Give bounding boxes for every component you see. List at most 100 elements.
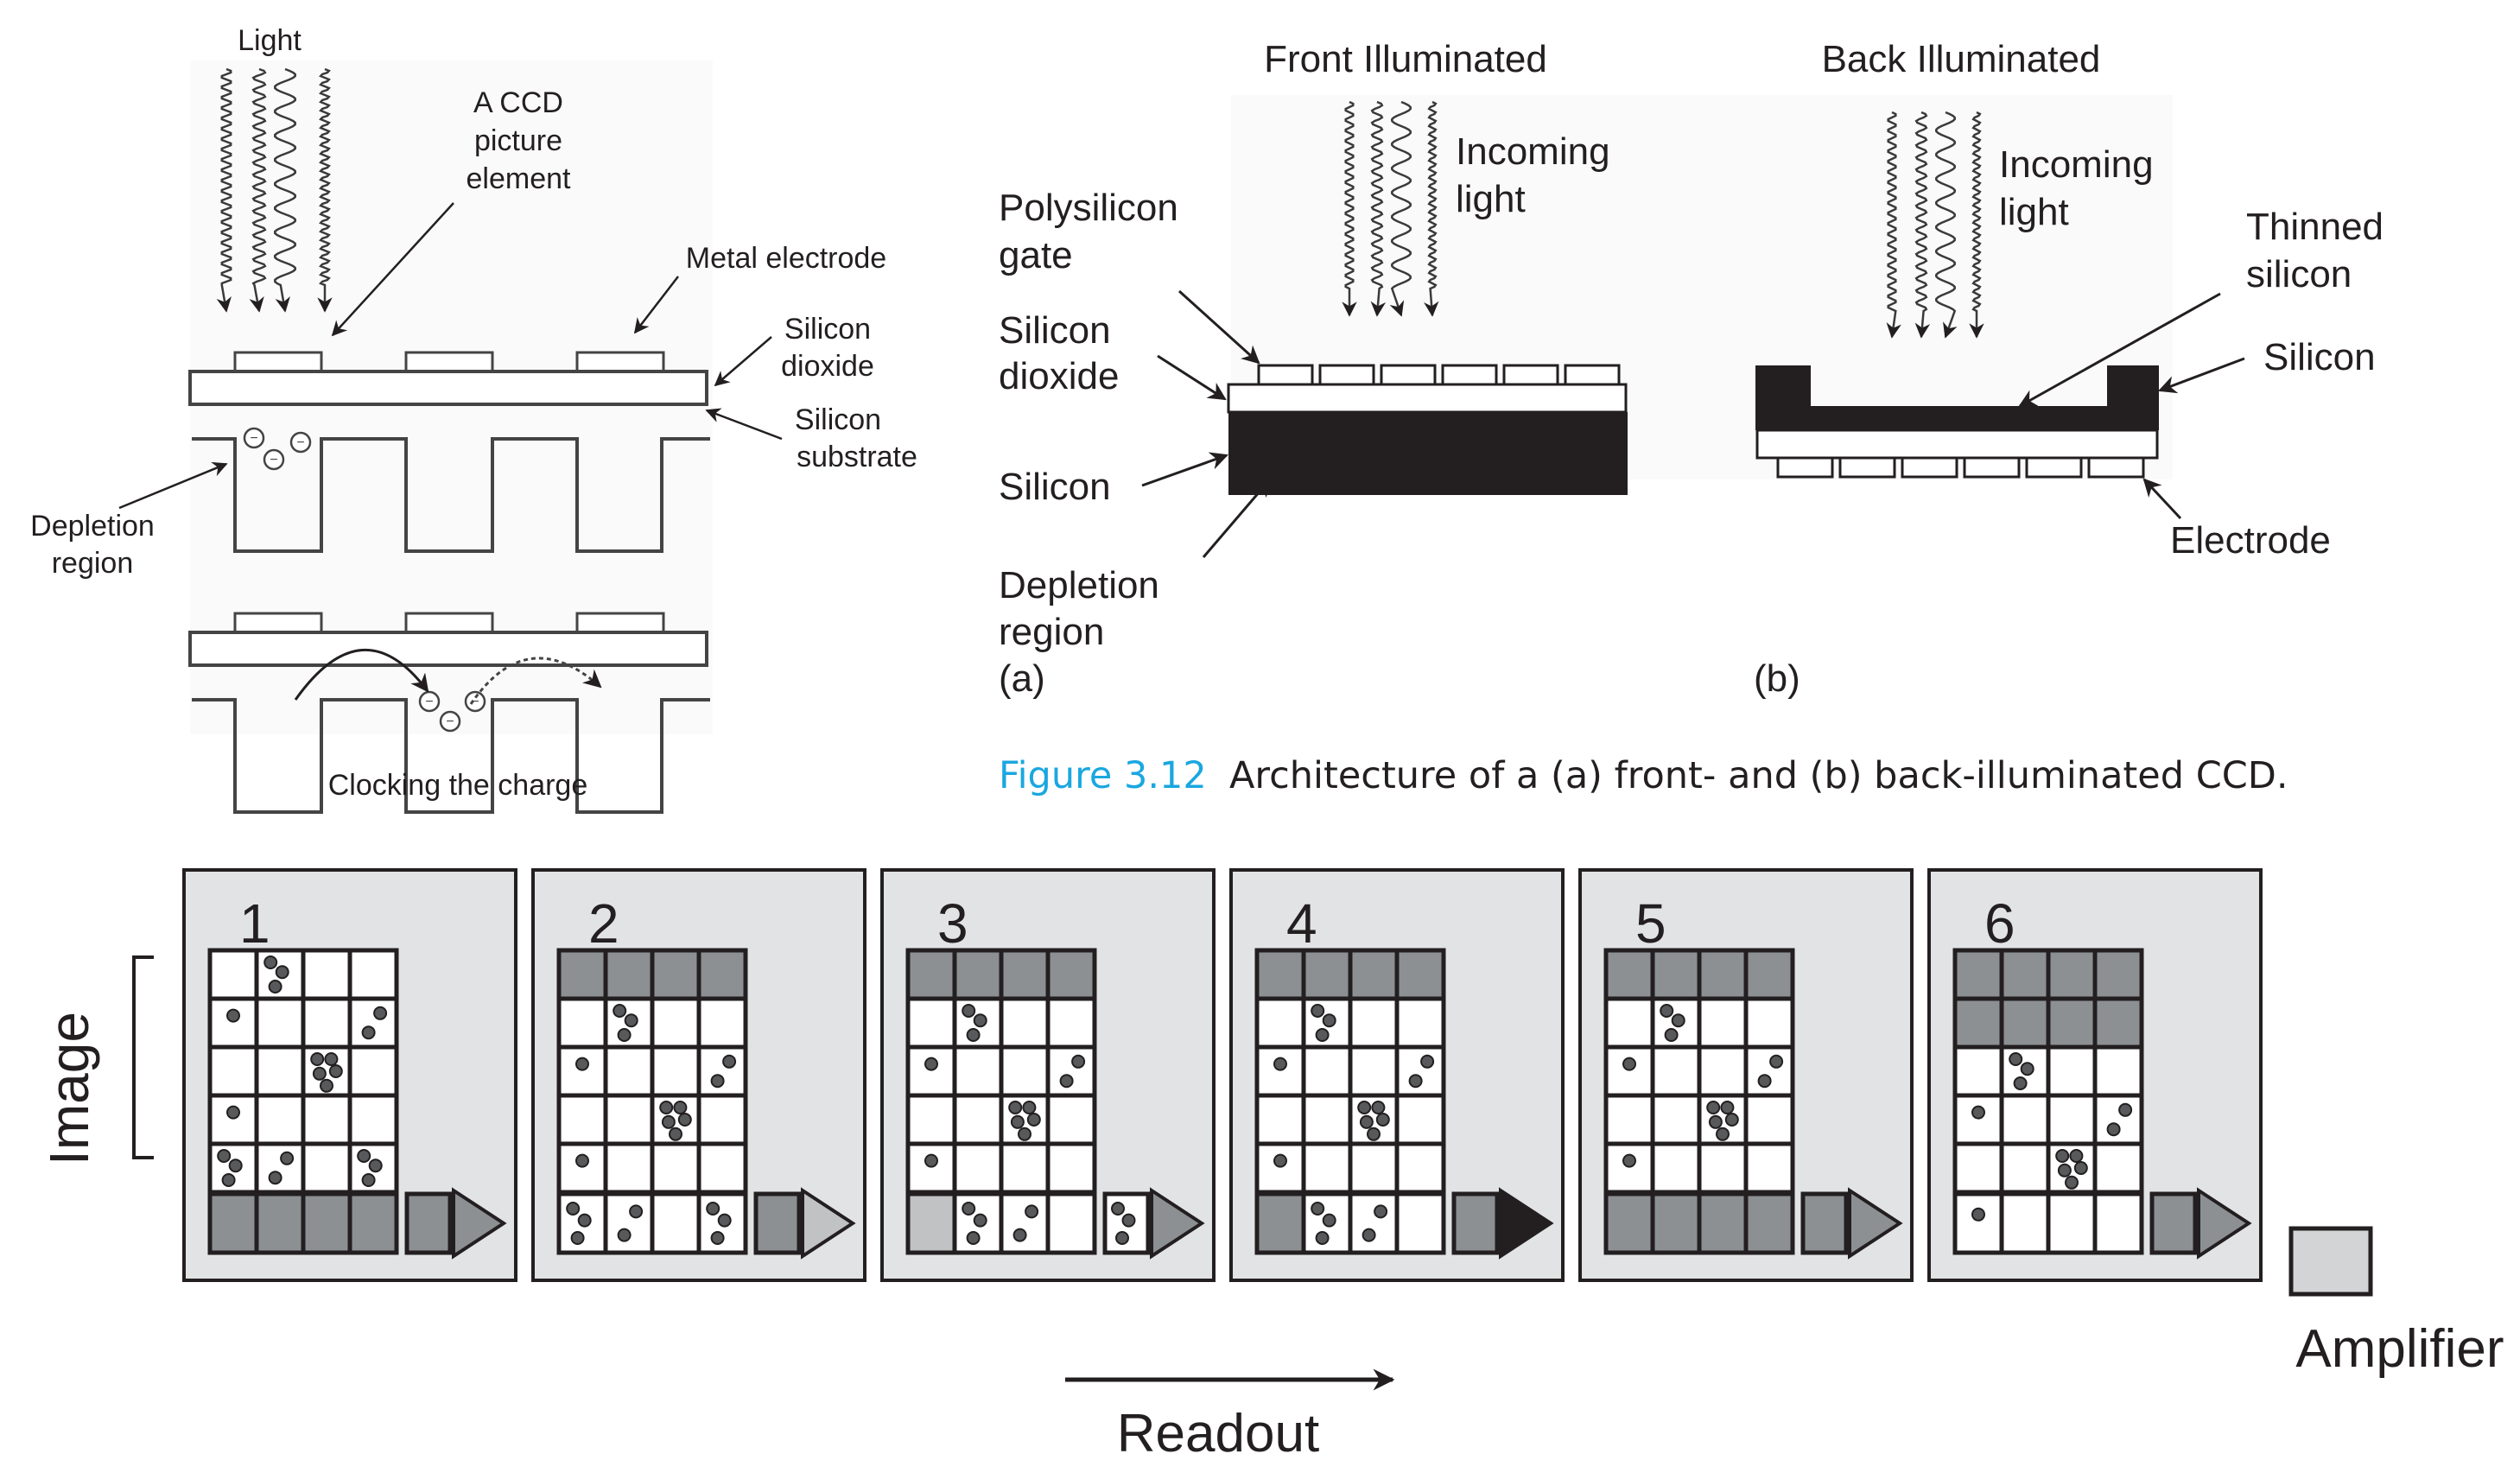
image-pixel — [696, 1093, 748, 1146]
front-silicon-arrow — [1141, 452, 1228, 487]
image-pixel — [1697, 1141, 1749, 1195]
charge-dot — [613, 1004, 627, 1018]
metal-electrode — [233, 612, 323, 634]
image-pixel — [1952, 1141, 2004, 1195]
image-pixel — [207, 1044, 259, 1098]
cleared-pixel — [2046, 996, 2098, 1050]
charge-dot — [1059, 1074, 1074, 1089]
metal-electrode — [575, 351, 665, 373]
charge-dot — [2013, 1076, 2028, 1090]
charge-dot — [1708, 1114, 1723, 1129]
readout-panel-2: 2 — [531, 868, 866, 1282]
metal-electrode-arrow — [633, 276, 679, 334]
charge-dot — [577, 1213, 592, 1228]
polysilicon-gate — [1441, 364, 1498, 386]
readout-panel-4: 4 — [1229, 868, 1565, 1282]
charge-dot — [717, 1213, 732, 1228]
silicon-dioxide-label-1: Silicon — [784, 313, 871, 346]
serial-register-cell — [1394, 1191, 1446, 1255]
charge-dot — [1022, 1101, 1037, 1114]
metal-electrode — [575, 612, 665, 634]
cleared-pixel — [2092, 996, 2144, 1050]
metal-electrode — [233, 351, 323, 373]
image-pixel — [999, 996, 1051, 1050]
charge-dot — [1012, 1228, 1027, 1242]
electron-charge-symbol: − — [446, 714, 454, 729]
charge-dot — [320, 1078, 333, 1093]
metal-electrode — [404, 351, 494, 373]
cleared-pixel — [696, 948, 748, 1001]
charge-dot — [1622, 1057, 1636, 1071]
image-pixel — [603, 1093, 655, 1146]
image-pixel — [1743, 1044, 1795, 1098]
clocking-caption: Clocking the charge — [328, 769, 588, 802]
charge-dot — [1420, 1054, 1435, 1069]
cleared-pixel — [1394, 948, 1446, 1001]
polysilicon-gate — [1380, 364, 1437, 386]
charge-dot — [1408, 1074, 1423, 1089]
image-bracket — [132, 955, 154, 1159]
charge-dot — [973, 1013, 987, 1028]
front-incoming-light-label-1: Incoming — [1456, 130, 1610, 173]
image-label: Image — [38, 1012, 100, 1165]
silicon-dioxide-label-2: dioxide — [781, 350, 874, 383]
panel-step-number: 3 — [937, 892, 968, 955]
image-pixel — [905, 1044, 957, 1098]
cleared-pixel — [603, 948, 655, 1001]
image-pixel — [1999, 1093, 2051, 1146]
silicon-dioxide-layer — [1227, 383, 1628, 414]
image-pixel — [1743, 1141, 1795, 1195]
electron — [243, 427, 265, 449]
charge-dot — [661, 1114, 676, 1129]
charge-dot — [1010, 1114, 1025, 1129]
image-pixel — [1394, 1044, 1446, 1098]
charge-dot — [1111, 1202, 1125, 1216]
output-node — [753, 1191, 802, 1255]
image-pixel — [1301, 1141, 1353, 1195]
cleared-pixel — [1952, 996, 2004, 1050]
electron — [289, 431, 312, 454]
serial-register-cell — [2046, 1191, 2098, 1255]
image-pixel — [1394, 1141, 1446, 1195]
image-pixel — [556, 996, 608, 1050]
serial-register-cell — [207, 1191, 259, 1255]
polysilicon-gate — [1502, 364, 1559, 386]
charge-dot — [1071, 1054, 1086, 1069]
charge-dot — [973, 1213, 987, 1228]
charge-dot — [673, 1101, 688, 1114]
charge-dot — [368, 1158, 383, 1173]
readout-label: Readout — [1117, 1404, 1319, 1460]
image-pixel — [1999, 1141, 2051, 1195]
cleared-pixel — [2092, 948, 2144, 1001]
image-pixel — [952, 1093, 1004, 1146]
image-pixel — [650, 1044, 701, 1098]
image-pixel — [254, 1093, 306, 1146]
electrode — [1901, 456, 1958, 479]
silicon-substrate-label-1: Silicon — [795, 403, 881, 436]
charge-dot — [226, 1105, 240, 1120]
image-pixel — [2046, 1044, 2098, 1098]
electron — [464, 690, 486, 713]
image-pixel — [1348, 1141, 1400, 1195]
image-pixel — [1697, 1044, 1749, 1098]
silicon-dioxide-layer — [188, 631, 708, 667]
front-illuminated-chip — [1227, 364, 1628, 495]
silicon-dioxide-layer — [1755, 428, 2159, 460]
polysilicon-gate-label-1: Polysilicon — [999, 187, 1178, 229]
electrode — [2025, 456, 2083, 479]
serial-register-cell — [1045, 1191, 1097, 1255]
polysilicon-gate — [1318, 364, 1375, 386]
electrode-label: Electrode — [2170, 519, 2331, 562]
back-incoming-light-waves — [1886, 111, 1984, 339]
image-pixel — [556, 1044, 608, 1098]
serial-register-cell — [1697, 1191, 1749, 1255]
clocking-arrow-dashed — [469, 657, 602, 705]
image-pixel — [603, 1141, 655, 1195]
light-ray — [249, 67, 267, 313]
electrode-arrow — [2142, 478, 2182, 520]
charge-dot — [275, 965, 289, 980]
cleared-pixel — [1254, 948, 1306, 1001]
front-illuminated-diagram: Front Illuminated Incoming light Polysil… — [999, 38, 1628, 700]
image-pixel — [905, 1141, 957, 1195]
